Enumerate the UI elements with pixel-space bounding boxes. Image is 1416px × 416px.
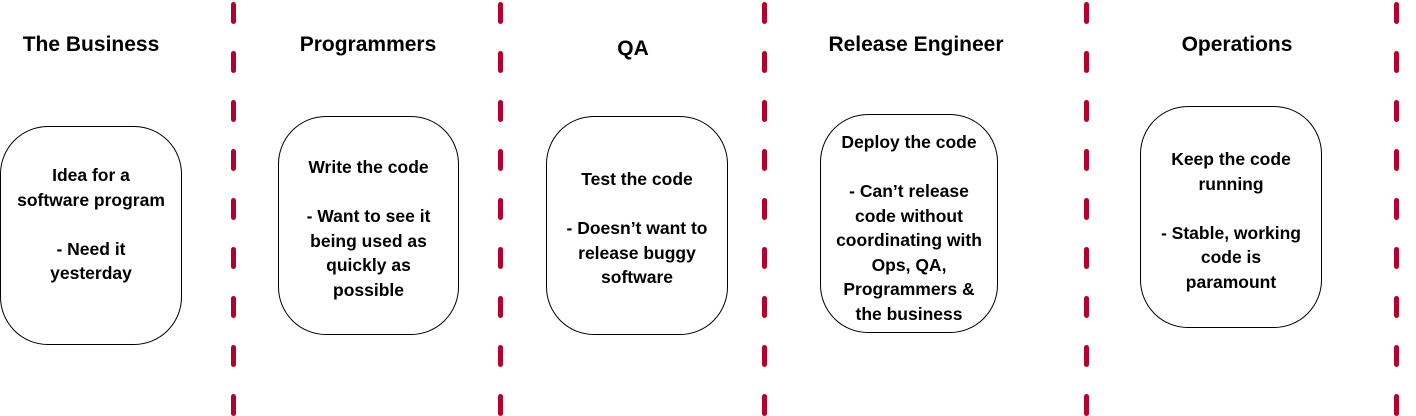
box-note-line: code is — [1200, 247, 1262, 267]
divider-dash — [498, 2, 503, 24]
column-divider — [1394, 0, 1399, 416]
box-note-line: release buggy — [578, 242, 696, 263]
divider-dash — [1394, 100, 1399, 122]
divider-dash — [231, 149, 236, 171]
divider-dash — [1394, 51, 1399, 73]
divider-dash — [1394, 2, 1399, 24]
divider-dash — [762, 149, 767, 171]
divider-dash — [1084, 149, 1089, 171]
divider-dash — [498, 345, 503, 367]
divider-dash — [762, 2, 767, 24]
box-heading-line: software program — [17, 189, 165, 210]
divider-dash — [231, 345, 236, 367]
divider-dash — [1084, 345, 1089, 367]
divider-dash — [231, 198, 236, 220]
box-note-line: code without — [855, 205, 963, 226]
role-box-operations: Keep the code running - Stable, working … — [1140, 106, 1322, 328]
divider-dash — [1394, 345, 1399, 367]
column-divider — [762, 0, 767, 416]
divider-dash — [762, 345, 767, 367]
column-divider — [1084, 0, 1089, 416]
box-note-line: coordinating with — [836, 230, 982, 250]
divider-dash — [762, 100, 767, 122]
role-box-business: Idea for a software program - Need it ye… — [0, 126, 182, 345]
column-title-operations: Operations — [1181, 33, 1293, 56]
column-title-qa: QA — [617, 37, 649, 60]
box-note-line: - Stable, working — [1160, 222, 1302, 243]
box-note-line: - Can’t release — [849, 181, 969, 201]
box-note-line: - Want to see it — [306, 206, 431, 226]
divider-dash — [1084, 247, 1089, 269]
divider-dash — [1084, 394, 1089, 416]
box-heading-line: Deploy the code — [841, 132, 977, 152]
column-divider — [498, 0, 503, 416]
divider-dash — [231, 247, 236, 269]
box-note-line: quickly as — [326, 255, 411, 275]
box-note-line: possible — [333, 279, 404, 300]
box-heading-line: Test the code — [581, 169, 693, 189]
divider-dash — [498, 394, 503, 416]
divider-dash — [1084, 100, 1089, 122]
box-note-line: Programmers & — [843, 279, 975, 299]
divider-dash — [498, 198, 503, 220]
box-note-line: the business — [855, 303, 963, 324]
role-box-qa: Test the code - Doesn’t want to release … — [546, 116, 728, 335]
box-note-line: software — [601, 267, 673, 287]
column-title-programmers: Programmers — [299, 33, 437, 56]
box-note-line: - Doesn’t want to — [566, 218, 708, 238]
divider-dash — [762, 247, 767, 269]
box-note-line: paramount — [1185, 271, 1277, 292]
divider-dash — [1084, 296, 1089, 318]
divider-dash — [762, 394, 767, 416]
box-note-line: yesterday — [50, 263, 132, 283]
column-divider — [231, 0, 236, 416]
divider-dash — [498, 149, 503, 171]
column-title-release-engineer: Release Engineer — [828, 33, 1004, 56]
box-heading-line: Write the code — [308, 157, 429, 177]
divider-dash — [498, 100, 503, 122]
divider-dash — [498, 296, 503, 318]
divider-dash — [231, 51, 236, 73]
box-note-line: being used as — [310, 230, 427, 251]
divider-dash — [762, 198, 767, 220]
divider-dash — [231, 2, 236, 24]
divider-dash — [762, 296, 767, 318]
divider-dash — [231, 296, 236, 318]
box-heading-line: Keep the code — [1171, 149, 1291, 169]
column-title-business: The Business — [22, 33, 160, 56]
divider-dash — [762, 51, 767, 73]
divider-dash — [1394, 296, 1399, 318]
divider-dash — [1394, 149, 1399, 171]
divider-dash — [498, 51, 503, 73]
divider-dash — [1084, 198, 1089, 220]
divider-dash — [231, 100, 236, 122]
divider-dash — [1084, 2, 1089, 24]
divider-dash — [1394, 394, 1399, 416]
role-box-programmers: Write the code - Want to see it being us… — [278, 116, 459, 335]
divider-dash — [231, 394, 236, 416]
divider-dash — [1394, 198, 1399, 220]
box-heading-line: Idea for a — [52, 165, 130, 185]
box-note-line: - Need it — [56, 238, 126, 259]
divider-dash — [498, 247, 503, 269]
divider-dash — [1084, 51, 1089, 73]
divider-dash — [1394, 247, 1399, 269]
box-heading-line: running — [1198, 173, 1264, 194]
role-box-release-engineer: Deploy the code - Can’t release code wit… — [820, 114, 998, 333]
box-note-line: Ops, QA, — [871, 254, 947, 275]
